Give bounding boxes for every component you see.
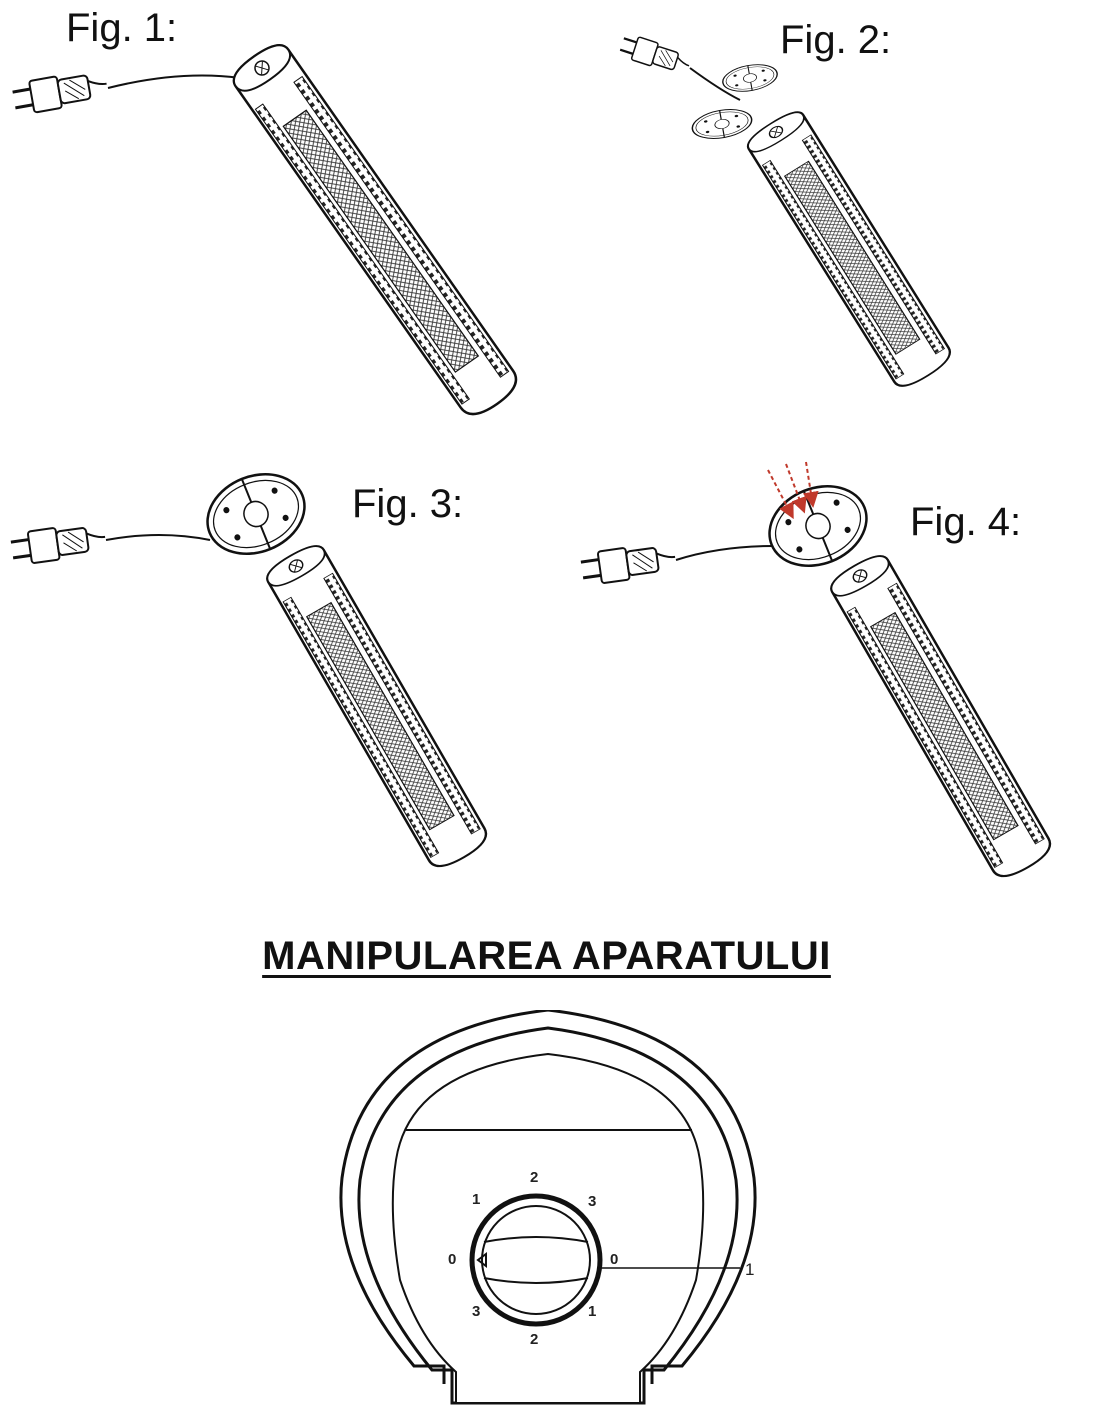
callout-number: 1 xyxy=(745,1260,754,1279)
dial-number-top-right: 3 xyxy=(588,1193,596,1210)
fig-3-label: Fig. 3: xyxy=(352,482,464,526)
pointer-triangle-icon xyxy=(476,1252,487,1268)
assembly-drawings xyxy=(8,31,1058,885)
dial-number-bottom-left: 3 xyxy=(472,1303,480,1320)
dial-number-top: 2 xyxy=(530,1169,538,1186)
fig-4-label: Fig. 4: xyxy=(910,500,1022,544)
control-panel-drawing: 2 1 3 0 0 3 1 2 1 xyxy=(339,1010,757,1405)
speed-dial[interactable] xyxy=(469,1193,603,1327)
fig-2-label: Fig. 2: xyxy=(780,18,892,62)
dial-number-top-left: 1 xyxy=(472,1191,480,1208)
dial-number-bottom: 2 xyxy=(530,1331,538,1348)
dial-number-right: 0 xyxy=(610,1251,618,1268)
fig-1-drawing xyxy=(9,36,525,424)
dial-number-bottom-right: 1 xyxy=(588,1303,596,1320)
fig-3-drawing xyxy=(8,458,494,875)
section-title: MANIPULAREA APARATULUI xyxy=(262,934,831,978)
fig-4-drawing xyxy=(578,461,1058,885)
dial-number-left: 0 xyxy=(448,1251,456,1268)
fig-1-label: Fig. 1: xyxy=(66,6,178,50)
fig-2-drawing xyxy=(617,31,957,394)
